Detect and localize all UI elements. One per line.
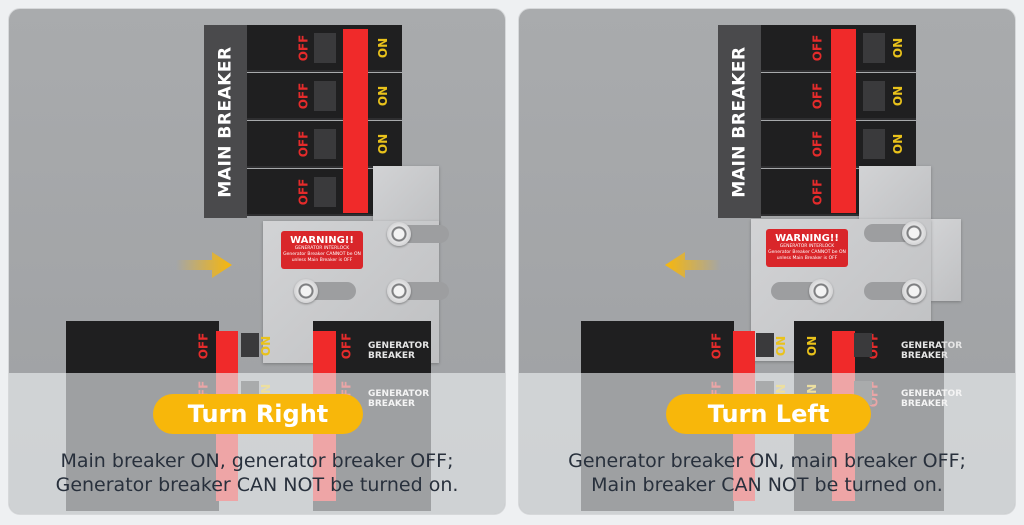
switch-slot [314,177,336,207]
on-label: ON [376,133,391,155]
main-breaker-label: MAIN BREAKER [718,25,761,218]
warning-title: WARNING!! [775,233,839,244]
off-label: OFF [196,332,211,360]
switch-slot [314,81,336,111]
warning-title: WARNING!! [290,235,354,246]
off-label: OFF [810,178,825,206]
off-label: OFF [296,34,311,62]
off-label: OFF [296,178,311,206]
on-label: ON [891,37,906,59]
on-label: ON [259,335,274,357]
off-label: OFF [339,332,354,360]
screw-icon [809,279,833,303]
interlock-plate-tab [931,219,961,301]
caption-line-2: Generator breaker CAN NOT be turned on. [55,474,459,496]
off-label: OFF [296,82,311,110]
on-label: ON [891,133,906,155]
off-label: OFF [810,82,825,110]
switch-slot [241,333,259,357]
switch-slot [863,81,885,111]
warning-line: Generator Breaker CANNOT be ON [768,250,846,255]
on-label: ON [376,37,391,59]
on-label: ON [376,85,391,107]
screw-icon [387,279,411,303]
off-label: OFF [296,130,311,158]
screw-icon [387,222,411,246]
interlock-plate-upper [373,166,439,226]
interlock-plate-upper [859,166,931,226]
switch-slot [863,129,885,159]
caption-line-1: Generator breaker ON, main breaker OFF; [568,450,966,472]
on-label: ON [805,335,820,357]
caption-line-2: Main breaker CAN NOT be turned on. [591,474,943,496]
warning-line: GENERATOR INTERLOCK [779,244,835,249]
main-breaker-label-text: MAIN BREAKER [729,45,750,198]
on-label: ON [891,85,906,107]
warning-line: unless Main Breaker is OFF [776,256,838,261]
main-breaker-handle [343,29,368,213]
screw-icon [902,221,926,245]
main-breaker-handle [831,29,856,213]
screw-icon [902,279,926,303]
switch-slot [756,333,774,357]
switch-slot [314,33,336,63]
panel-turn-right: MAIN BREAKER OFF ON OFF ON OFF ON OFF ON WARNING!… [8,8,506,515]
main-breaker-pole: OFF ON [247,121,402,168]
generator-breaker-label: GENERATOR BREAKER [901,341,963,361]
arrow-right-icon [176,251,232,279]
warning-line: GENERATOR INTERLOCK [294,246,350,251]
warning-line: Generator Breaker CANNOT be ON [283,252,361,257]
arrow-left-icon [665,251,721,279]
turn-direction-title: Turn Right [153,394,363,434]
generator-breaker-label: GENERATOR BREAKER [368,389,430,409]
switch-slot [314,129,336,159]
caption-line-1: Main breaker ON, generator breaker OFF; [60,450,454,472]
off-label: OFF [709,332,724,360]
main-breaker-label-text: MAIN BREAKER [215,45,236,198]
screw-icon [294,279,318,303]
panel-turn-left: MAIN BREAKER OFF ON OFF ON OFF ON OFF ON WARNING!… [518,8,1016,515]
generator-breaker-label: GENERATOR BREAKER [368,341,430,361]
off-label: OFF [810,130,825,158]
main-breaker-pole: OFF ON [247,73,402,120]
on-label: ON [774,335,789,357]
main-breaker-label: MAIN BREAKER [204,25,247,218]
off-label: OFF [810,34,825,62]
switch-slot [863,33,885,63]
main-breaker-pole: OFF ON [247,25,402,72]
generator-breaker-label: GENERATOR BREAKER [901,389,963,409]
warning-line: unless Main Breaker is OFF [291,258,353,263]
turn-direction-title: Turn Left [666,394,871,434]
switch-slot [854,333,872,357]
